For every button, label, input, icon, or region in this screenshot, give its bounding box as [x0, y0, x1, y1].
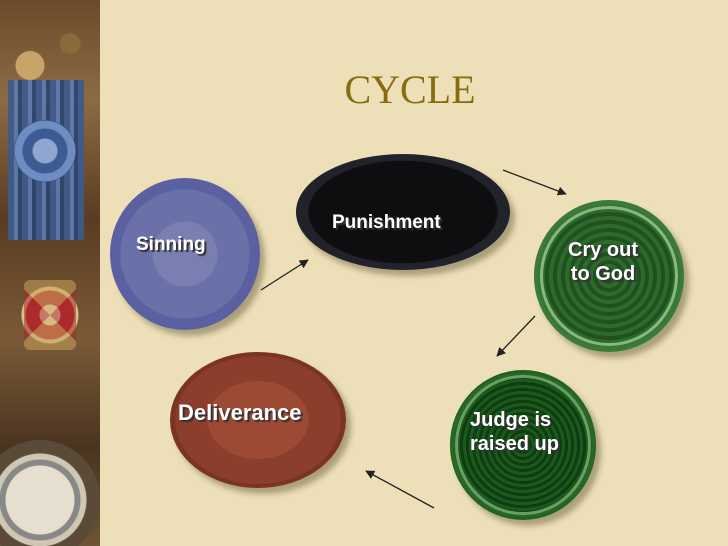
node-sinning: Sinning [110, 178, 260, 330]
node-judge-label: Judge is raised up [470, 409, 559, 455]
medal-image [6, 250, 94, 380]
node-punishment: Punishment [296, 154, 510, 270]
node-punishment-label: Punishment [332, 212, 441, 233]
slide-title: CYCLE [344, 67, 476, 112]
arrow-judge-to-deliverance [365, 470, 435, 509]
arrow-punishment-to-cry [502, 169, 567, 196]
rosette-image [14, 120, 76, 182]
node-deliverance: Deliverance [170, 352, 346, 488]
node-judge-raised-up: Judge is raised up [450, 370, 596, 520]
node-deliverance-label: Deliverance [178, 400, 302, 425]
arrow-cry-to-judge [496, 315, 536, 357]
compass-image [0, 440, 100, 546]
node-sinning-label: Sinning [136, 234, 206, 255]
decorative-sidebar-image [0, 0, 100, 546]
node-cry-out-label: Cry out to God [568, 239, 638, 285]
arrow-sinning-to-punishment [260, 259, 309, 291]
node-cry-out-to-god: Cry out to God [534, 200, 684, 352]
